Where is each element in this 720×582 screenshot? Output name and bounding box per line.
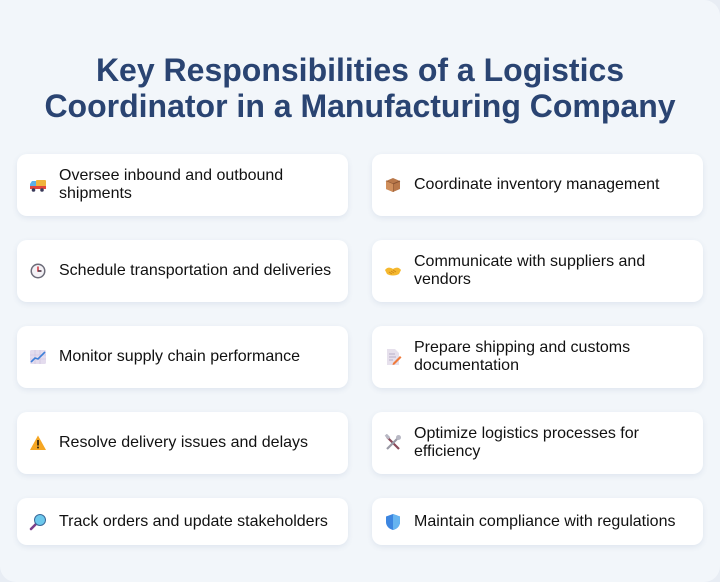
hammer-wrench-icon (384, 434, 402, 452)
responsibility-text: Oversee inbound and outbound shipments (59, 167, 284, 202)
responsibility-text: Schedule transportation and deliveries (59, 262, 332, 279)
responsibility-card: Optimize logistics processes for efficie… (372, 412, 703, 474)
responsibility-card: Oversee inbound and outbound shipments (17, 154, 348, 216)
warning-icon (29, 434, 47, 452)
package-box-icon (384, 176, 402, 194)
responsibility-text: Maintain compliance with regulations (414, 512, 676, 530)
chart-increasing-icon (29, 348, 47, 366)
responsibility-text: Communicate with suppliers and vendors (414, 253, 646, 288)
responsibility-card: Prepare shipping and customs documentati… (372, 326, 703, 388)
responsibility-card: Coordinate inventory management (372, 154, 703, 216)
responsibility-text: Coordinate inventory management (414, 176, 660, 193)
responsibility-text: Track orders and update stakeholders (59, 512, 328, 530)
responsibility-text: Monitor supply chain performance (59, 348, 301, 365)
responsibility-card: Schedule transportation and deliveries (17, 240, 348, 302)
shield-icon (384, 513, 402, 531)
responsibility-card: Track orders and update stakeholders (17, 498, 348, 545)
responsibility-card: Resolve delivery issues and delays (17, 412, 348, 474)
responsibility-card: Monitor supply chain performance (17, 326, 348, 388)
delivery-truck-icon (29, 176, 47, 194)
handshake-icon (384, 262, 402, 280)
responsibilities-grid: Oversee inbound and outbound shipments C… (17, 154, 703, 545)
responsibility-card: Maintain compliance with regulations (372, 498, 703, 545)
responsibility-text: Resolve delivery issues and delays (59, 434, 309, 451)
responsibility-text: Prepare shipping and customs documentati… (414, 339, 631, 374)
page-title: Key Responsibilities of a Logistics Coor… (44, 52, 676, 124)
responsibility-card: Communicate with suppliers and vendors (372, 240, 703, 302)
clock-icon (29, 262, 47, 280)
responsibility-text: Optimize logistics processes for efficie… (414, 425, 639, 460)
magnifying-glass-icon (29, 513, 47, 531)
memo-pencil-icon (384, 348, 402, 366)
